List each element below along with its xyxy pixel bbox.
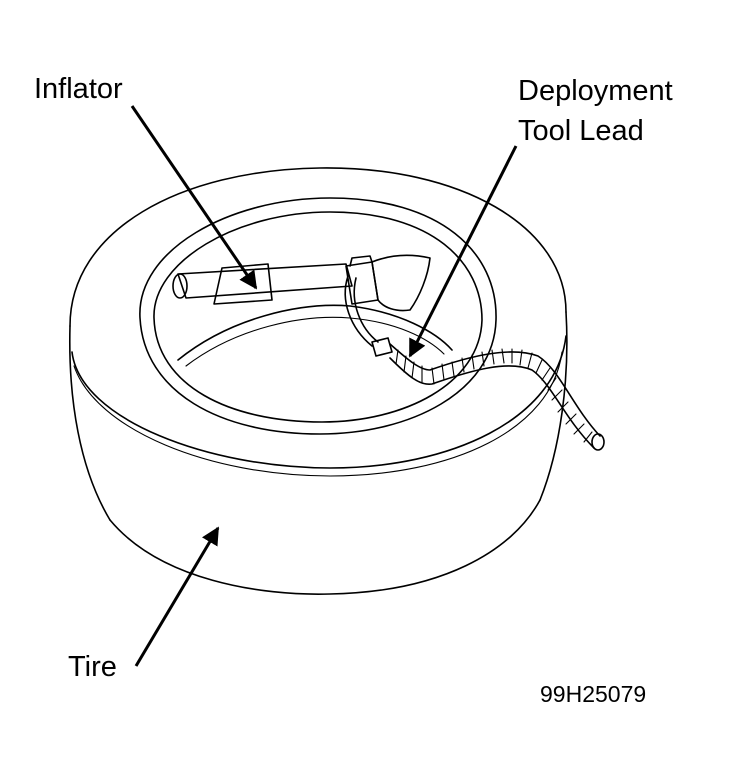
deployment-tool-lead bbox=[344, 275, 605, 451]
lead-ferrule bbox=[371, 337, 393, 357]
tire-shoulder-line-2 bbox=[73, 351, 563, 477]
tire-outer-top bbox=[69, 167, 567, 327]
deployment-lead-leader-arrow bbox=[408, 145, 518, 358]
inflator-connector-top bbox=[349, 255, 373, 267]
tire-bead-inner bbox=[153, 211, 483, 423]
inflator-label: Inflator bbox=[34, 73, 123, 105]
inflator-leader-arrow bbox=[130, 105, 258, 290]
deployment-tool-lead-label-line2: Tool Lead bbox=[518, 115, 644, 147]
figure-number: 99H25079 bbox=[540, 681, 646, 707]
lead-coil-lower bbox=[389, 357, 595, 449]
tire-right-side bbox=[539, 311, 568, 501]
tire-cavity-curve bbox=[177, 304, 453, 361]
lead-thin-wire-1 bbox=[344, 275, 373, 347]
inflator-cylinder bbox=[177, 263, 353, 299]
tire bbox=[68, 167, 568, 595]
lead-coil-ridges bbox=[395, 348, 593, 443]
tire-shoulder-line bbox=[71, 335, 567, 469]
lead-coil-upper bbox=[389, 343, 601, 437]
lead-thin-wire-2 bbox=[353, 277, 379, 343]
inflator-cloth bbox=[371, 254, 431, 312]
inflator-wrap bbox=[213, 263, 273, 305]
inflator bbox=[172, 254, 431, 312]
tire-bottom bbox=[109, 499, 541, 595]
tire-label: Tire bbox=[68, 651, 117, 683]
lead-cable-end bbox=[591, 433, 605, 451]
tire-leader-arrow bbox=[134, 526, 220, 667]
tire-bead-outer bbox=[139, 197, 497, 435]
deployment-tool-lead-label-line1: Deployment bbox=[518, 75, 673, 107]
tire-left-side bbox=[68, 325, 111, 521]
inflator-end-cap bbox=[172, 273, 188, 299]
